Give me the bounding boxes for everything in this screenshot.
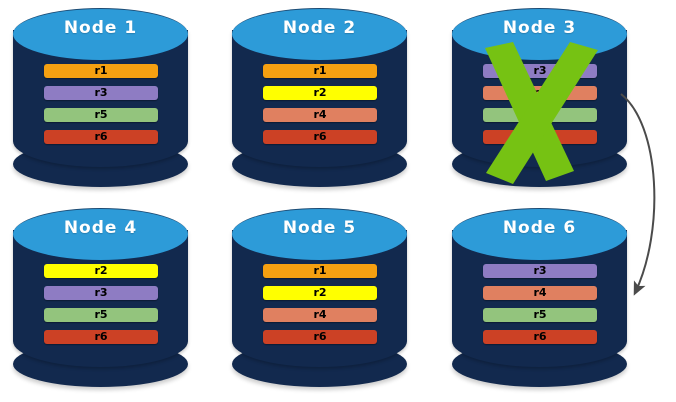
node-cylinder-6[interactable]: Node 6 r3 r4 r5 r6 <box>452 208 627 390</box>
replica-bar[interactable]: r5 <box>44 308 158 322</box>
cylinder-top-3 <box>452 8 627 60</box>
replica-bar[interactable]: r6 <box>263 330 377 344</box>
replica-bar[interactable]: r2 <box>263 286 377 300</box>
replica-list-5: r1 r2 r4 r6 <box>263 264 377 344</box>
node-label-5: Node 5 <box>282 218 357 238</box>
replica-bar[interactable]: r4 <box>263 108 377 122</box>
replica-bar[interactable]: r6 <box>263 130 377 144</box>
replica-list-4: r2 r3 r5 r6 <box>44 264 158 344</box>
node-label-1: Node 1 <box>63 18 138 38</box>
cylinder-top-1 <box>13 8 188 60</box>
node-label-2: Node 2 <box>282 18 357 38</box>
replica-bar[interactable]: r4 <box>263 308 377 322</box>
replica-bar[interactable]: r1 <box>263 264 377 278</box>
node-label-6: Node 6 <box>502 218 577 238</box>
replica-bar[interactable]: r3 <box>483 264 597 278</box>
node-failure-x-icon <box>455 40 600 190</box>
replica-bar[interactable]: r3 <box>44 86 158 100</box>
cylinder-top-2 <box>232 8 407 60</box>
node-label-4: Node 4 <box>63 218 138 238</box>
node-cylinder-2[interactable]: Node 2 r1 r2 r4 r6 <box>232 8 407 190</box>
replica-bar[interactable]: r6 <box>44 330 158 344</box>
node-cylinder-4[interactable]: Node 4 r2 r3 r5 r6 <box>13 208 188 390</box>
replica-bar[interactable]: r6 <box>483 330 597 344</box>
replica-list-1: r1 r3 r5 r6 <box>44 64 158 144</box>
cylinder-top-4 <box>13 208 188 260</box>
replica-bar[interactable]: r6 <box>44 130 158 144</box>
replica-bar[interactable]: r1 <box>44 64 158 78</box>
replica-bar[interactable]: r1 <box>263 64 377 78</box>
replica-list-6: r3 r4 r5 r6 <box>483 264 597 344</box>
cylinder-top-6 <box>452 208 627 260</box>
node-label-3: Node 3 <box>502 18 577 38</box>
cylinder-top-5 <box>232 208 407 260</box>
x-icon-strokes <box>485 42 598 184</box>
replica-bar[interactable]: r5 <box>44 108 158 122</box>
node-cylinder-1[interactable]: Node 1 r1 r3 r5 r6 <box>13 8 188 190</box>
replica-bar[interactable]: r5 <box>483 308 597 322</box>
node-cylinder-5[interactable]: Node 5 r1 r2 r4 r6 <box>232 208 407 390</box>
replica-bar[interactable]: r2 <box>44 264 158 278</box>
replica-bar[interactable]: r4 <box>483 286 597 300</box>
replica-list-2: r1 r2 r4 r6 <box>263 64 377 144</box>
replica-bar[interactable]: r2 <box>263 86 377 100</box>
replica-bar[interactable]: r3 <box>44 286 158 300</box>
